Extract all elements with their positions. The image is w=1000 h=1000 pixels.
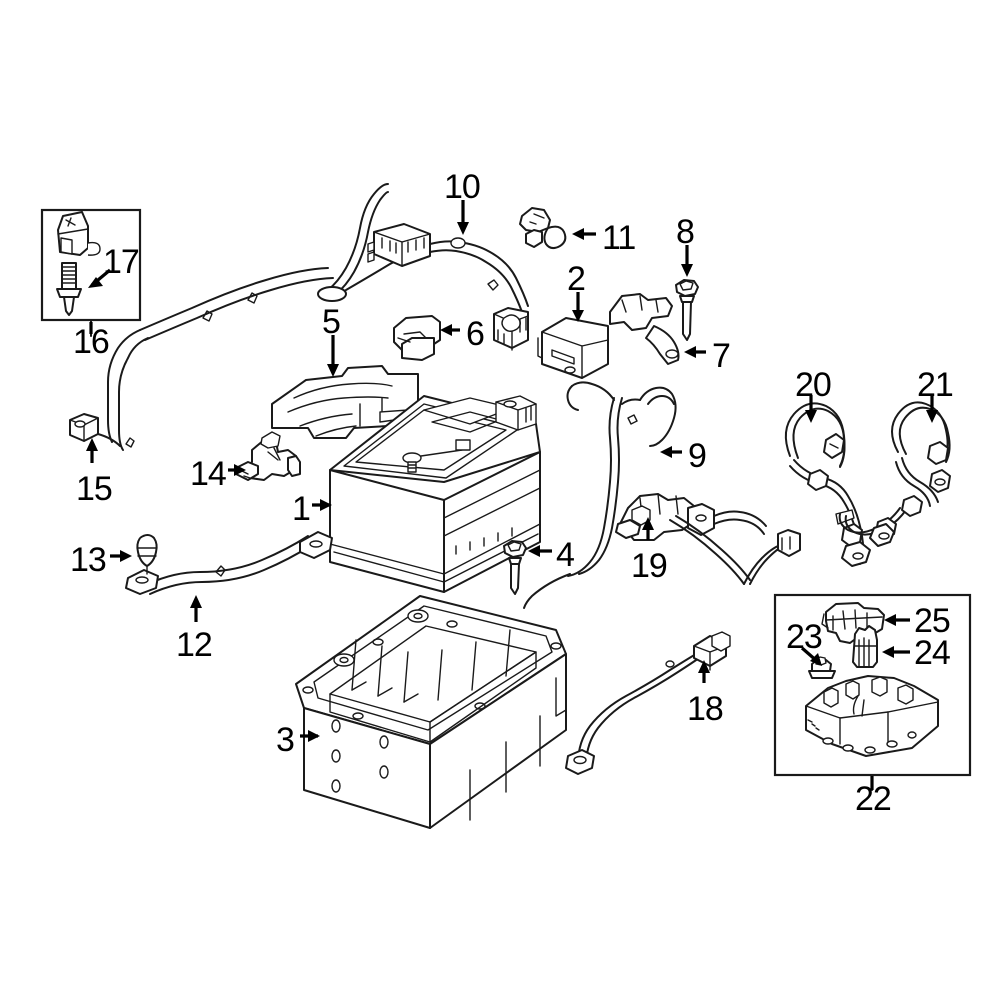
callout-16: 16	[73, 323, 110, 361]
part-14-vent-valve	[235, 431, 301, 481]
callout-20: 20	[795, 366, 832, 404]
callout-18: 18	[687, 690, 724, 728]
part-7-bracket	[609, 293, 680, 365]
callout-2: 2	[567, 260, 586, 298]
callout-19: 19	[631, 547, 668, 585]
part-15-terminal	[69, 413, 135, 448]
part-17-sensor	[57, 211, 101, 256]
part-9-wiring-harness	[523, 381, 677, 609]
callout-5: 5	[322, 303, 341, 341]
part-11-clamp	[519, 207, 567, 250]
part-13-clip	[136, 534, 158, 575]
part-6-terminal-cover	[393, 315, 441, 361]
callout-8: 8	[676, 213, 695, 251]
callout-11: 11	[602, 219, 636, 257]
part-18-negative-cable	[565, 631, 731, 775]
part-1-battery	[329, 395, 541, 593]
callout-23: 23	[786, 618, 823, 656]
callout-25: 25	[914, 602, 951, 640]
callout-12: 12	[176, 626, 213, 664]
callout-3: 3	[276, 721, 295, 759]
part-8-bolt	[675, 279, 699, 341]
callout-21: 21	[917, 366, 954, 404]
part-21-cable	[838, 401, 951, 547]
part-20-cable	[784, 402, 871, 567]
callout-24: 24	[914, 634, 951, 672]
leader-arrows	[86, 200, 938, 790]
part-19-connector	[615, 493, 801, 585]
part-16-cable	[106, 267, 334, 451]
callout-6: 6	[466, 315, 485, 353]
callout-9: 9	[688, 437, 707, 475]
part-2-control-module	[537, 317, 609, 379]
part-5-insulation-cover	[271, 365, 419, 439]
callout-14: 14	[190, 455, 227, 493]
callout-15: 15	[76, 470, 113, 508]
callout-1: 1	[292, 490, 311, 528]
callout-10: 10	[444, 168, 481, 206]
part-22-distribution-box	[805, 675, 939, 757]
terminal-connector-block	[493, 307, 529, 351]
part-3-battery-tray	[295, 595, 567, 829]
part-10-harness	[317, 183, 529, 325]
callout-13: 13	[70, 541, 107, 579]
part-12-ground-strap	[125, 531, 333, 595]
callout-4: 4	[556, 536, 575, 574]
callout-22: 22	[855, 780, 892, 818]
part-4-bolt	[503, 540, 527, 595]
part-17-bolt	[56, 262, 82, 316]
part-24-fuse	[852, 625, 878, 668]
part-10-connector	[367, 223, 431, 267]
callout-17: 17	[103, 243, 140, 281]
callout-7: 7	[712, 337, 731, 375]
